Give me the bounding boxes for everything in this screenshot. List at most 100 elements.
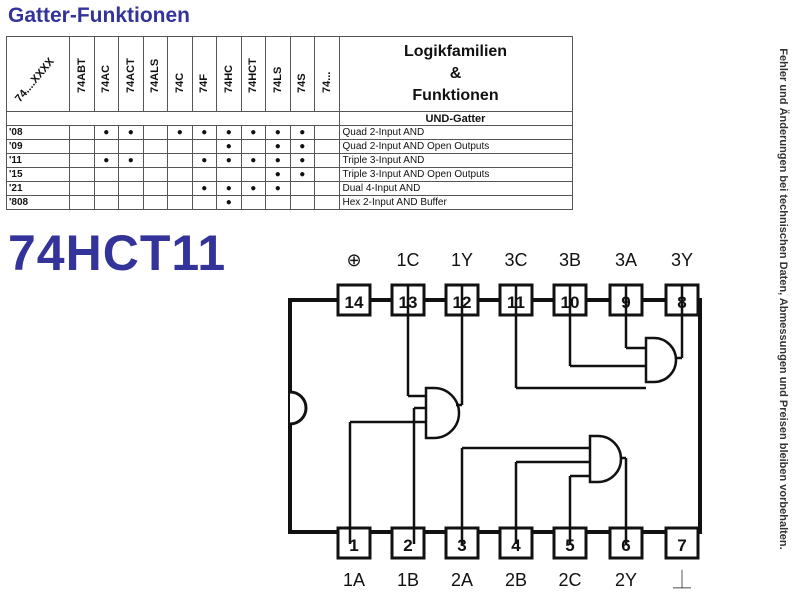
family-header: 74S [289,36,315,112]
pin-number: 4 [511,536,521,555]
empty-cell [289,195,315,210]
empty-cell [69,139,95,154]
empty-cell [93,195,119,210]
family-label: 74ACT [124,58,137,93]
family-header: 74AC [93,36,119,112]
function-description: Hex 2-Input AND Buffer [338,195,573,210]
pin-label: 2Y [615,570,637,590]
function-description: Triple 3-Input AND [338,153,573,168]
available-dot: ● [216,153,242,168]
bottom-pin-labels: 1A 1B 2A 2B 2C 2Y ⏊ [343,569,691,590]
pin-label: ⊕ [346,250,361,270]
chip-body [288,298,702,534]
available-dot: ● [289,125,315,140]
available-dot: ● [240,153,266,168]
function-description: Quad 2-Input AND Open Outputs [338,139,573,154]
pin-number: 1 [349,536,358,555]
empty-cell [240,167,266,182]
table-row: '11●●●●●●●Triple 3-Input AND [6,153,573,168]
available-dot: ● [191,181,217,196]
function-description: Triple 3-Input AND Open Outputs [338,167,573,182]
part-code: '15 [6,167,70,182]
empty-cell [265,195,291,210]
empty-cell [191,167,217,182]
available-dot: ● [240,181,266,196]
family-label: 74ABT [75,58,88,93]
empty-cell [118,139,144,154]
empty-cell [69,167,95,182]
empty-cell [240,139,266,154]
family-header-row: 74....XXXX 74ABT 74AC 74ACT 74ALS 74C 74F 74HC 7… [6,36,573,112]
pin-label: 1B [397,570,419,590]
table-row: '808●Hex 2-Input AND Buffer [6,195,573,210]
disclaimer-note: Fehler und Änderungen bei technischen Da… [777,48,789,550]
empty-cell [314,167,340,182]
available-dot: ● [265,153,291,168]
pin-label: 2B [505,570,527,590]
empty-cell [142,139,168,154]
empty-cell [93,181,119,196]
pin-label: ⏊ [673,569,691,590]
family-label: 74HCT [247,58,260,93]
available-dot: ● [265,181,291,196]
gate-function-table: 74....XXXX 74ABT 74AC 74ACT 74ALS 74C 74F 74HC 7… [6,36,573,210]
available-dot: ● [93,125,119,140]
available-dot: ● [93,153,119,168]
pin-label: 2A [451,570,473,590]
empty-cell [93,167,119,182]
family-header: 74F [191,36,217,112]
function-description: Quad 2-Input AND [338,125,573,140]
available-dot: ● [118,125,144,140]
empty-cell [142,153,168,168]
part-code: '21 [6,181,70,196]
available-dot: ● [265,139,291,154]
pin-label: 1A [343,570,365,590]
empty-cell [69,125,95,140]
empty-cell [167,195,193,210]
family-label: 74ALS [149,58,162,93]
pin-7: 7 [664,526,700,560]
table-row: '21●●●●Dual 4-Input AND [6,181,573,196]
pin-label: 1C [396,250,419,270]
available-dot: ● [265,167,291,182]
group-row: UND-Gatter [6,111,573,126]
empty-cell [118,167,144,182]
pin-1: 1 [336,526,372,560]
available-dot: ● [265,125,291,140]
and-gate-1 [348,285,464,544]
family-header: 74... [314,36,340,112]
empty-cell [167,181,193,196]
empty-cell [314,125,340,140]
available-dot: ● [167,125,193,140]
empty-cell [314,139,340,154]
empty-cell [118,181,144,196]
and-gate-3 [514,285,684,390]
pin-number: 6 [621,536,630,555]
chip-title: 74HCT11 [8,225,227,281]
family-label: 74C [173,72,186,93]
family-header: 74LS [265,36,291,112]
family-header: 74C [167,36,193,112]
corner-label: 74....XXXX [13,55,57,105]
family-header: 74ACT [118,36,144,112]
empty-cell [314,195,340,210]
group-label: UND-Gatter [338,111,573,126]
logic-family-header: Logikfamilien&Funktionen [338,36,573,112]
family-label: 74... [320,71,333,93]
empty-cell [167,153,193,168]
empty-cell [216,167,242,182]
pin-label: 2C [558,570,581,590]
empty-cell [142,125,168,140]
empty-cell [118,195,144,210]
pin-label: 1Y [451,250,473,270]
pin-number: 3 [457,536,466,555]
and-gate-2 [460,434,628,544]
pin-number: 7 [677,536,686,555]
family-matrix-body: UND-Gatter'08●●●●●●●●Quad 2-Input AND'09… [6,111,573,210]
part-code: '08 [6,125,70,140]
family-label: 74HC [222,64,235,93]
available-dot: ● [240,125,266,140]
corner-header: 74....XXXX [6,36,70,112]
chip-notch [289,390,308,426]
